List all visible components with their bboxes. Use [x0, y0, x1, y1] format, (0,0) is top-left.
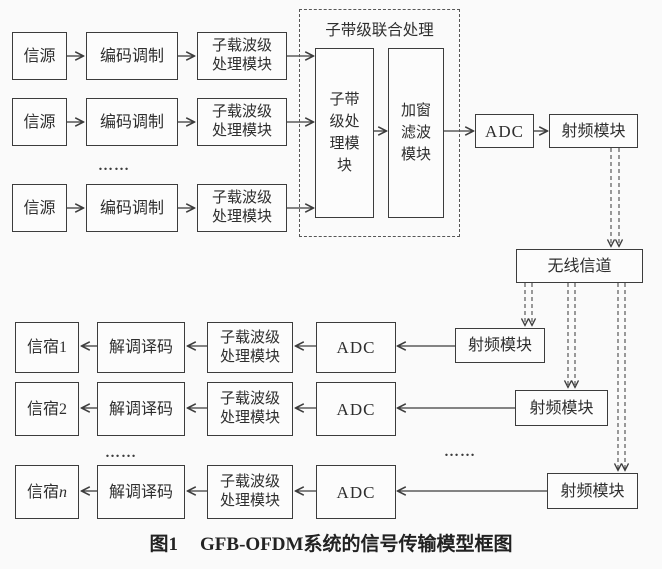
demod-box-1: 解调译码	[97, 322, 185, 373]
sink-box-2: 信宿2	[15, 382, 79, 436]
rf-rx-box-1: 射频模块	[455, 328, 545, 363]
adc-tx-box: ADC	[475, 114, 534, 148]
subband-processing-box: 子带 级处 理模 块	[315, 48, 374, 218]
sink-prefix: 信宿	[26, 483, 59, 501]
subcarrier-rx-box-2: 子载波级 处理模块	[207, 382, 293, 436]
sink-label-3: 信宿n	[27, 483, 67, 502]
subcarrier-rx-box-3: 子载波级 处理模块	[207, 465, 293, 519]
rf-tx-box: 射频模块	[549, 114, 638, 148]
sink-index: n	[59, 483, 67, 501]
sink-index: 2	[59, 400, 67, 418]
joint-processing-group: 子带级联合处理	[299, 9, 460, 237]
caption-prefix: 图1	[149, 534, 179, 555]
encoder-box-1: 编码调制	[86, 32, 178, 80]
rx-ellipsis-right: ……	[444, 444, 476, 460]
sink-box-3: 信宿n	[15, 465, 79, 519]
adc-rx-box-3: ADC	[316, 465, 396, 519]
subcarrier-rx-box-1: 子载波级 处理模块	[207, 322, 293, 373]
subcarrier-tx-box-3: 子载波级 处理模块	[197, 184, 287, 232]
encoder-box-2: 编码调制	[86, 98, 178, 146]
figure-caption: 图1 GFB-OFDM系统的信号传输模型框图	[0, 529, 662, 556]
caption-title: GFB-OFDM系统的信号传输模型框图	[200, 534, 513, 555]
window-filter-box: 加窗 滤波 模块	[388, 48, 444, 218]
subcarrier-tx-box-1: 子载波级 处理模块	[197, 32, 287, 80]
tx-ellipsis: ……	[98, 158, 130, 174]
adc-rx-box-1: ADC	[316, 322, 396, 373]
demod-box-3: 解调译码	[97, 465, 185, 519]
sink-label-2: 信宿2	[27, 400, 67, 419]
source-box-2: 信源	[12, 98, 67, 146]
sink-prefix: 信宿	[26, 339, 59, 356]
sink-index: 1	[59, 339, 67, 356]
rx-ellipsis-left: ……	[105, 445, 137, 461]
joint-processing-title: 子带级联合处理	[325, 22, 434, 39]
sink-box-1: 信宿1	[15, 322, 79, 373]
source-box-3: 信源	[12, 184, 67, 232]
demod-box-2: 解调译码	[97, 382, 185, 436]
source-box-1: 信源	[12, 32, 67, 80]
rf-rx-box-2: 射频模块	[515, 390, 608, 426]
rf-rx-box-3: 射频模块	[547, 473, 638, 509]
sink-prefix: 信宿	[26, 400, 59, 418]
adc-rx-box-2: ADC	[316, 382, 396, 436]
wireless-channel-box: 无线信道	[516, 249, 643, 283]
subcarrier-tx-box-2: 子载波级 处理模块	[197, 98, 287, 146]
encoder-box-3: 编码调制	[86, 184, 178, 232]
sink-label-1: 信宿1	[27, 338, 67, 357]
